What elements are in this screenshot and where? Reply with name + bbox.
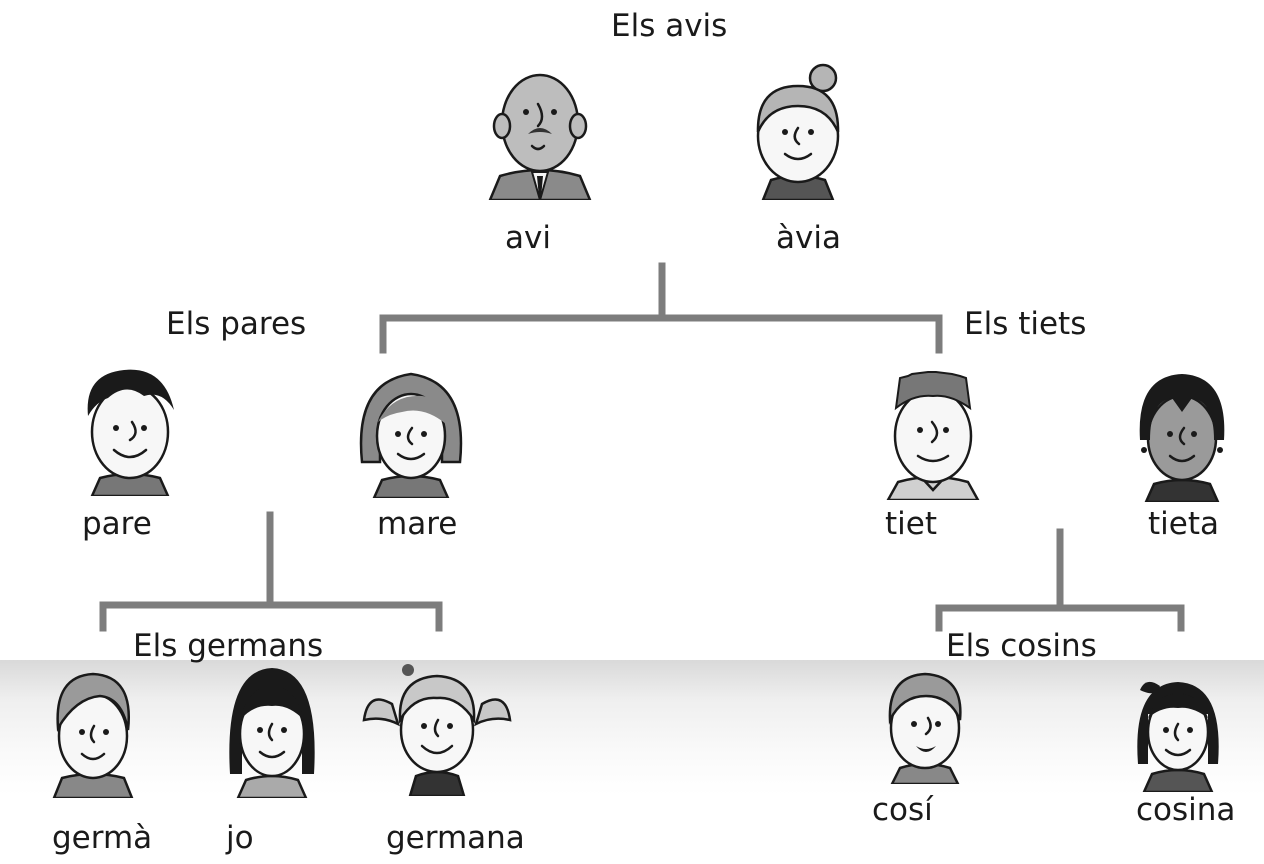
tiet-portrait xyxy=(878,364,988,500)
person-label-jo: jo xyxy=(226,820,254,856)
person-label-germa: germà xyxy=(52,820,153,856)
person-label-avi: avi xyxy=(505,220,551,256)
person-label-tiet: tiet xyxy=(885,506,937,542)
mare-portrait xyxy=(352,362,470,498)
group-label-avis: Els avis xyxy=(611,8,728,44)
person-label-mare: mare xyxy=(377,506,458,542)
person-label-pare: pare xyxy=(82,506,152,542)
person-label-avia: àvia xyxy=(776,220,841,256)
jo-portrait xyxy=(224,664,320,798)
person-label-cosina: cosina xyxy=(1136,792,1236,828)
germana-portrait xyxy=(362,660,512,796)
group-label-cosins: Els cosins xyxy=(946,628,1097,664)
germa-portrait xyxy=(46,668,140,798)
avia-portrait xyxy=(743,62,853,200)
avi-portrait xyxy=(480,68,600,200)
pare-portrait xyxy=(74,360,186,496)
person-label-germana: germana xyxy=(386,820,525,856)
group-label-pares: Els pares xyxy=(166,306,307,342)
group-label-tiets: Els tiets xyxy=(964,306,1087,342)
group-label-germans: Els germans xyxy=(133,628,324,664)
cosina-portrait xyxy=(1126,668,1230,792)
person-label-cosi: cosí xyxy=(872,792,933,828)
cosi-portrait xyxy=(876,668,974,784)
person-label-tieta: tieta xyxy=(1148,506,1219,542)
bottom-gradient-band xyxy=(0,660,1264,795)
tieta-portrait xyxy=(1130,366,1234,502)
